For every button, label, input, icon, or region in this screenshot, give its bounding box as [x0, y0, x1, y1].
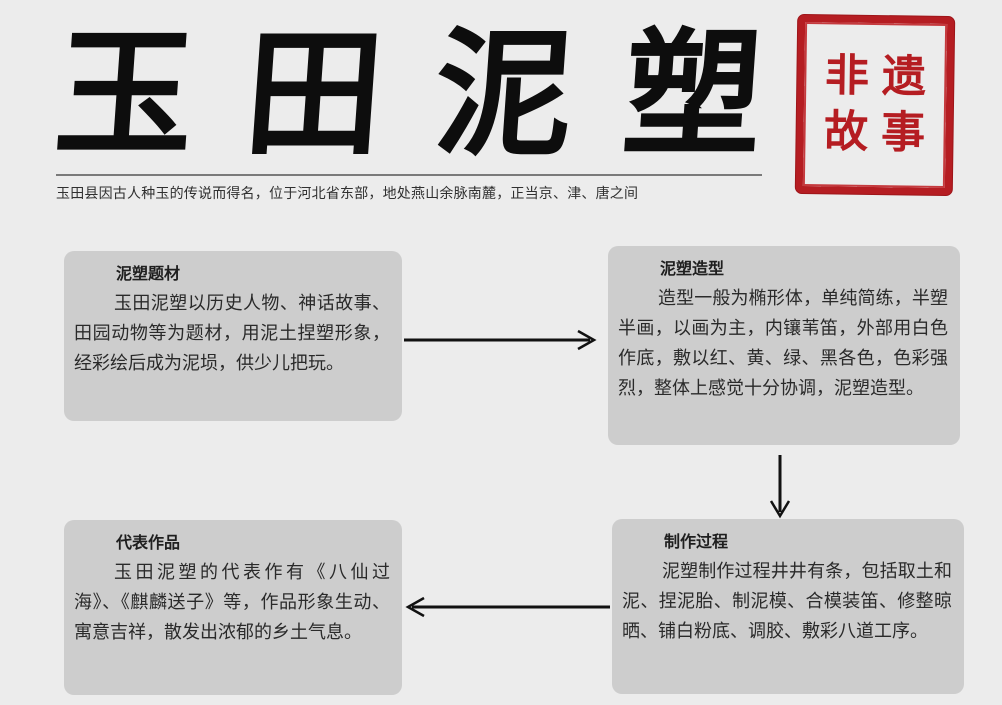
- card-title: 泥塑题材: [116, 264, 181, 283]
- card-process: 制作过程 泥塑制作过程井井有条，包括取土和泥、捏泥胎、制泥模、合模装笛、修整晾晒…: [612, 519, 964, 694]
- title-char: 田: [239, 12, 390, 175]
- seal-char: 故: [823, 106, 869, 158]
- seal-char: 遗: [881, 51, 927, 103]
- subtitle: 玉田县因古人种玉的传说而得名，位于河北省东部，地处燕山余脉南麓，正当京、津、唐之…: [56, 186, 639, 202]
- card-title: 制作过程: [664, 532, 729, 551]
- card-text: 玉田泥塑的代表作有《八仙过海》、《麒麟送子》等，作品形象生动、寓意吉祥，散发出浓…: [74, 562, 390, 643]
- card-text: 玉田泥塑以历史人物、神话故事、田园动物等为题材，用泥土捏塑形象，经彩绘后成为泥埙…: [74, 293, 390, 374]
- title-char: 塑: [618, 12, 768, 175]
- card-subject: 泥塑题材 玉田泥塑以历史人物、神话故事、田园动物等为题材，用泥土捏塑形象，经彩绘…: [64, 251, 402, 421]
- card-title: 代表作品: [116, 533, 181, 552]
- card-shape: 泥塑造型 造型一般为椭形体，单纯简练，半塑半画，以画为主，内镶苇笛，外部用白色作…: [608, 246, 960, 445]
- card-title: 泥塑造型: [660, 259, 725, 278]
- card-text: 泥塑制作过程井井有条，包括取土和泥、捏泥胎、制泥模、合模装笛、修整晾晒、铺白粉底…: [622, 561, 952, 642]
- arrow-right-head: [577, 329, 597, 351]
- page-title: 玉 田 泥 塑: [50, 12, 767, 175]
- seal-char: 非: [824, 50, 870, 102]
- seal-char: 事: [880, 107, 926, 159]
- arrow-down: [769, 455, 791, 519]
- seal-stamp: 非 遗 故 事: [795, 14, 955, 196]
- title-char: 玉: [50, 12, 200, 175]
- title-char: 泥: [428, 12, 579, 175]
- arrow-left: [405, 596, 610, 618]
- seal-grid: 非 遗 故 事: [817, 48, 933, 162]
- arrow-right: [404, 329, 597, 351]
- arrow-left-head: [405, 596, 425, 618]
- card-works: 代表作品 玉田泥塑的代表作有《八仙过海》、《麒麟送子》等，作品形象生动、寓意吉祥…: [64, 520, 402, 695]
- arrow-down-head: [769, 500, 791, 519]
- title-divider: [56, 174, 762, 176]
- card-text: 造型一般为椭形体，单纯简练，半塑半画，以画为主，内镶苇笛，外部用白色作底，敷以红…: [618, 288, 948, 399]
